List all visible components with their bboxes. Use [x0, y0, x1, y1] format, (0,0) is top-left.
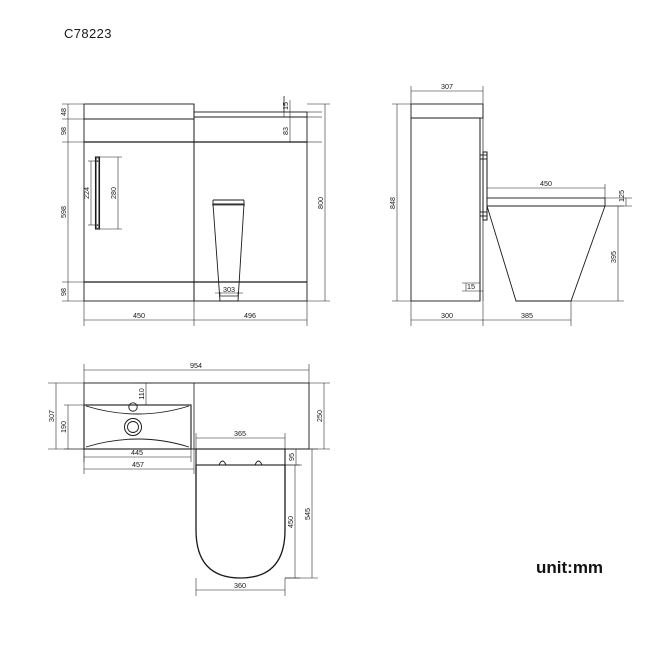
dim-plan-110: 110 — [137, 388, 146, 399]
dim-plan-954: 954 — [190, 361, 202, 370]
dim-front-450: 450 — [133, 311, 145, 320]
dim-handle-224: 224 — [82, 187, 91, 199]
dim-side-395: 395 — [609, 251, 618, 263]
dim-plan-457: 457 — [132, 460, 144, 469]
dim-front-drawer-98: 98 — [59, 127, 68, 135]
front-elevation-geometry — [83, 103, 308, 302]
dim-plan-95: 95 — [287, 453, 296, 461]
dim-side-848: 848 — [388, 197, 397, 209]
dim-plan-445: 445 — [131, 448, 143, 457]
dim-handle-280: 280 — [109, 187, 118, 199]
front-elevation-dimensions — [62, 96, 330, 326]
dimension-labels: 48 98 598 98 15 83 800 450 496 303 224 2… — [47, 82, 626, 590]
dim-plan-307: 307 — [47, 410, 56, 422]
dim-front-83: 83 — [281, 127, 290, 135]
dim-side-307: 307 — [441, 82, 453, 91]
side-elevation-dimensions — [392, 86, 632, 326]
dim-side-15: 15 — [467, 282, 475, 291]
dim-plan-250: 250 — [315, 410, 324, 422]
dim-front-48: 48 — [59, 108, 68, 116]
dim-plan-450: 450 — [286, 516, 295, 528]
dim-front-496: 496 — [244, 311, 256, 320]
dim-front-15: 15 — [281, 102, 290, 110]
dim-side-300: 300 — [441, 311, 453, 320]
dim-plan-360: 360 — [234, 581, 246, 590]
plan-view-geometry — [83, 382, 310, 579]
dim-front-800: 800 — [316, 197, 325, 209]
drawing-title: C78223 — [64, 26, 112, 41]
dim-side-450: 450 — [540, 179, 552, 188]
dim-plan-190: 190 — [59, 421, 68, 433]
side-elevation-geometry — [410, 103, 606, 302]
dim-side-125: 125 — [617, 190, 626, 202]
dim-plan-365: 365 — [234, 429, 246, 438]
dim-front-303: 303 — [223, 285, 235, 294]
plan-view-dimensions — [48, 364, 330, 596]
dim-side-385: 385 — [521, 311, 533, 320]
unit-note: unit:mm — [536, 558, 604, 577]
dim-front-plinth-98: 98 — [59, 288, 68, 296]
dim-plan-545: 545 — [303, 508, 312, 520]
dim-front-598: 598 — [59, 206, 68, 218]
